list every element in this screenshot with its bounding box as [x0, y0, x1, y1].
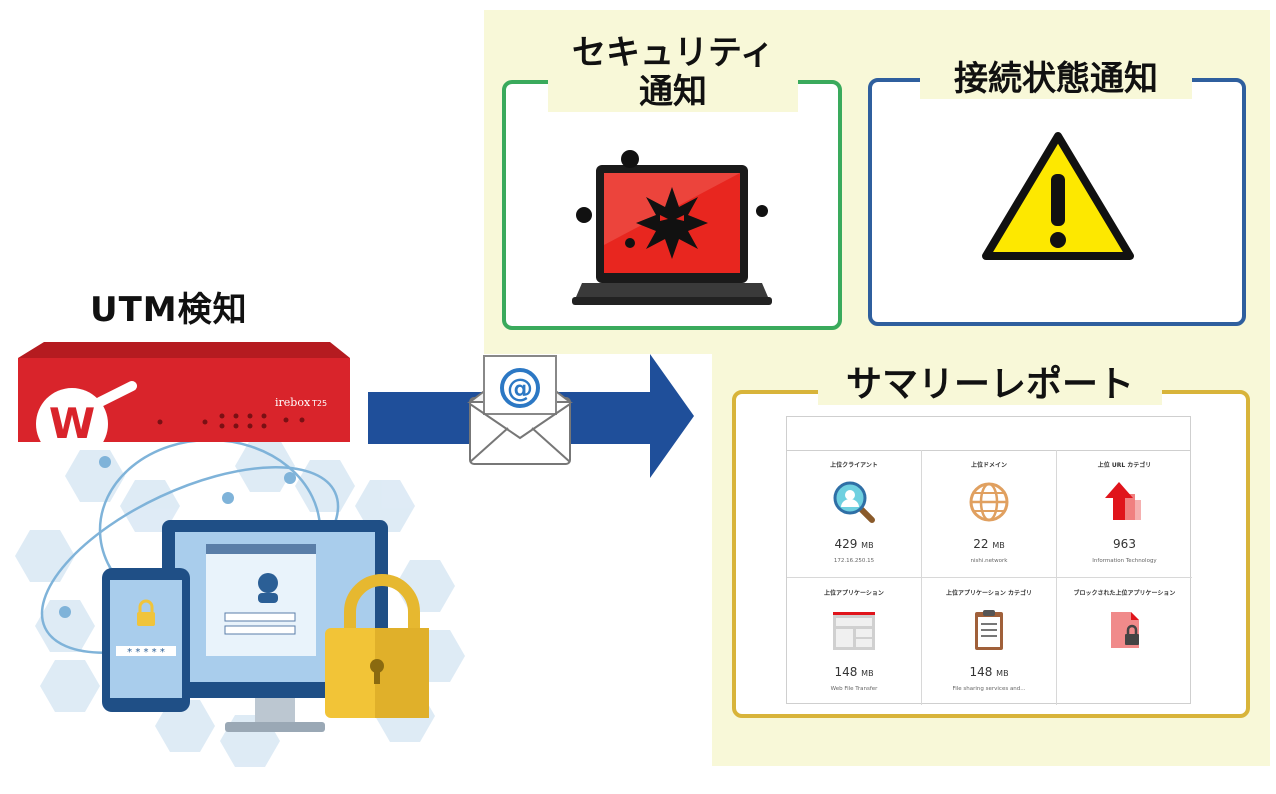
security-title: セキュリティ 通知 [548, 33, 798, 113]
email-icon: @ [467, 355, 573, 465]
smartphone-icon: * * * * * [102, 568, 190, 712]
cell-sub: nishi.network [970, 558, 1008, 564]
padlock-icon [325, 574, 429, 718]
device-model-label: T25 [311, 399, 327, 408]
report-cell-top-application-category: 上位アプリケーション カテゴリ 148 MB File sharing serv… [922, 578, 1057, 705]
warning-icon [982, 132, 1134, 260]
summary-report-title: サマリーレポート [818, 364, 1162, 406]
report-cell-top-application: 上位アプリケーション 148 MB Web File Transfer [787, 578, 922, 705]
report-cell-top-domain: 上位ドメイン 22 MB nishi.network [922, 450, 1057, 578]
connection-title: 接続状態通知 [920, 59, 1192, 100]
security-title-line2: 通知 [639, 72, 707, 113]
cell-label: 上位アプリケーション カテゴリ [946, 590, 1032, 597]
cell-sub: Information Technology [1092, 558, 1157, 564]
infected-laptop-icon [572, 150, 772, 305]
report-cell-top-url-category: 上位 URL カテゴリ 963 Information Technology [1057, 450, 1192, 578]
cell-label: 上位 URL カテゴリ [1097, 462, 1152, 469]
clipboard-icon [975, 610, 1003, 650]
cell-value: 429 MB [834, 537, 874, 551]
cell-sub: File sharing services and... [952, 686, 1026, 692]
cell-label: ブロックされた上位アプリケーション [1073, 590, 1176, 597]
device-brand-label: irebox [275, 396, 311, 409]
utm-title: UTM検知 [90, 290, 248, 330]
magnifier-user-icon [833, 481, 875, 523]
cell-value: 148 MB [834, 665, 874, 679]
security-title-line1: セキュリティ [572, 33, 774, 73]
utm-illustration: * * * * * [15, 438, 465, 767]
cell-sub: 172.16.250.15 [833, 558, 875, 564]
cell-value: 963 [1113, 537, 1136, 551]
cell-value: 148 MB [969, 665, 1009, 679]
report-cell-top-client: 上位クライアント 429 MB 172.16.250.15 [787, 450, 922, 578]
cell-sub: Web File Transfer [830, 686, 878, 692]
report-header [787, 417, 1190, 451]
svg-text:* * * * *: * * * * * [127, 647, 165, 658]
watchguard-logo: W [49, 399, 95, 444]
report-cell-blocked-application: ブロックされた上位アプリケーション [1057, 578, 1192, 705]
svg-text:@: @ [507, 374, 533, 404]
cell-value: 22 MB [973, 537, 1005, 551]
connection-notification-panel [868, 78, 1246, 326]
up-arrow-icon [1104, 482, 1141, 520]
cell-label: 上位ドメイン [970, 462, 1007, 469]
web-layout-icon [833, 612, 875, 650]
cell-label: 上位クライアント [830, 462, 878, 469]
report-card: 上位クライアント 429 MB 172.16.250.15 上位ドメイン 22 … [786, 416, 1192, 705]
firebox-device: W irebox T25 [18, 342, 350, 444]
cell-label: 上位アプリケーション [824, 590, 884, 597]
locked-file-icon [1110, 612, 1139, 648]
globe-icon [969, 482, 1009, 522]
